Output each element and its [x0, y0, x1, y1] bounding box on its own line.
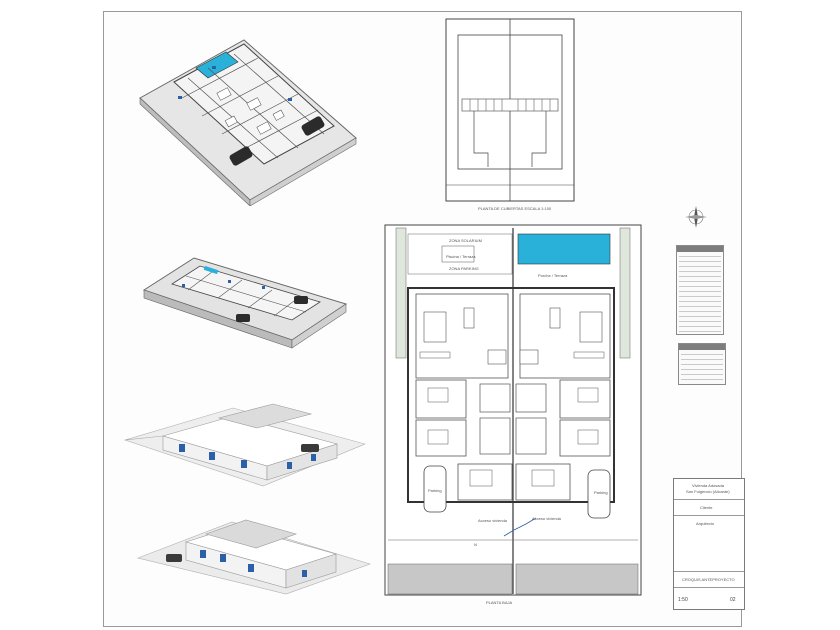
parking-right-label: Parking: [594, 490, 608, 495]
project-subtitle: San Fulgencio (Alicante): [686, 489, 730, 494]
summary-table-header: [679, 344, 725, 350]
zona-parking-label: ZONA PARKING: [449, 266, 479, 271]
access-right-label: Acceso vivienda: [532, 516, 561, 521]
client-label: Cliente: [700, 505, 713, 510]
title-block: Vivienda Adosada San Fulgencio (Alicante…: [673, 478, 745, 610]
architect-label: Arquitecto: [696, 521, 715, 526]
iso-floorplan-view-1: [139, 39, 357, 206]
sheet-number: 02: [730, 597, 736, 603]
iso-floorplan-view-2: [142, 257, 348, 349]
roof-plan: [445, 18, 575, 202]
zona-solarium-label: ZONA SOLARIUM: [449, 238, 482, 243]
zona-solarium-sub-label: Piscina / Terraza: [446, 254, 476, 259]
scale-value: 1:50: [678, 597, 688, 603]
north-label: N: [474, 542, 477, 547]
summary-table: [678, 343, 726, 385]
access-left-label: Acceso vivienda: [478, 518, 507, 523]
north-arrow-icon: [685, 206, 707, 228]
roof-plan-caption: PLANTA DE CUBIERTAS ESCALA 1:100: [478, 206, 552, 211]
project-name: Vivienda Adosada: [692, 483, 724, 488]
ground-floor-plan: [384, 224, 642, 596]
sheet-title: CROQUIS ANTEPROYECTO: [682, 577, 735, 582]
ground-floor-caption: PLANTA BAJA: [486, 600, 513, 605]
surfaces-table-header: [677, 246, 723, 252]
porch-label: Porche / Terraza: [538, 273, 568, 278]
3d-exterior-view-1: [124, 403, 366, 487]
parking-left-label: Parking: [428, 488, 442, 493]
3d-exterior-view-2: [136, 519, 371, 595]
surfaces-table: [676, 245, 724, 335]
